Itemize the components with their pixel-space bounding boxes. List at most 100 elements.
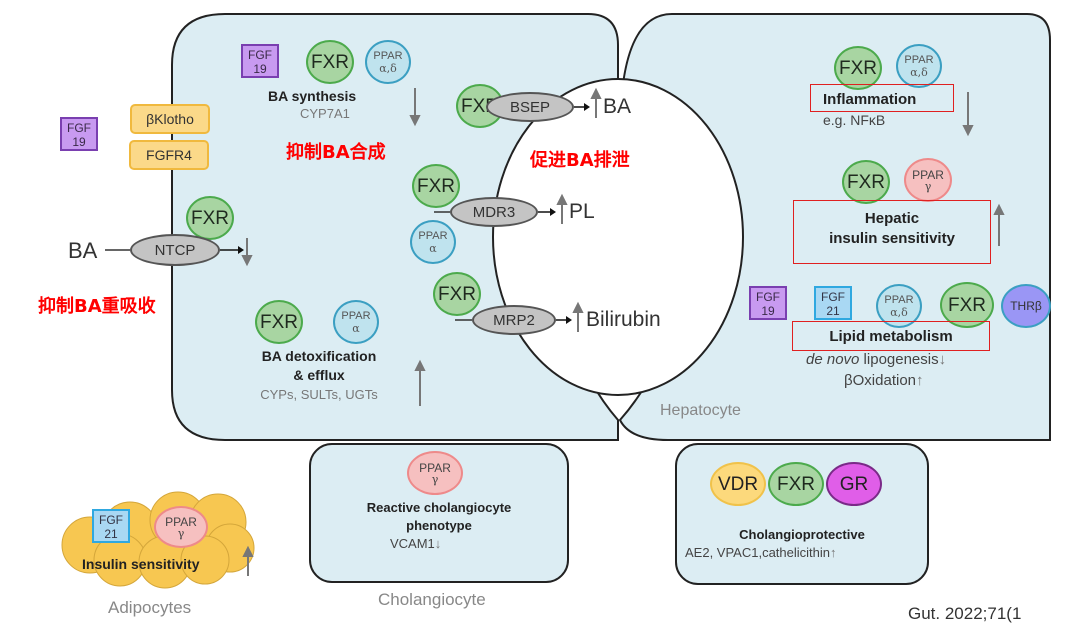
reactive-title-line1: Reactive cholangiocyte [366,500,512,515]
arrow-up-icon: ↑ [916,372,924,389]
fxr-insulin-node: FXR [842,160,890,204]
ppar-subtype: γ [924,179,932,193]
thr-beta-label: THRβ [1010,299,1042,313]
fxr-lipid-node: FXR [940,282,994,328]
hepatic-insulin-title-line2: insulin sensitivity [829,230,955,247]
fgf19-label-line1: FGF [756,290,780,304]
ppar-gamma-cholangiocyte-node: PPAR γ [407,451,463,495]
fxr-label: FXR [948,294,986,316]
bsep-transporter: BSEP [486,92,574,122]
fgf19-label-line2: 19 [761,304,775,318]
ba-extracellular-label: BA [68,238,98,263]
ppar-subtype: α [352,321,360,335]
fgf21-label-line1: FGF [821,290,845,304]
vdr-label: VDR [717,473,759,495]
detox-title-line2: & efflux [293,367,345,383]
highlight-hepatic-insulin [793,200,991,264]
ppar-label: PPAR [419,460,451,475]
ba-synthesis-title: BA synthesis [268,88,357,104]
ppar-subtype: α,δ [890,305,908,319]
fgf19-synthesis-box: FGF 19 [241,44,279,78]
mdr3-transporter: MDR3 [450,197,538,227]
annotation-promote-excretion: 促进BA排泄 [530,150,630,171]
fxr-label: FXR [839,57,877,79]
arrow-down-icon: ↓ [938,351,947,368]
fgf21-adipocyte-box: FGF 21 [92,509,130,543]
vcam1-line: VCAM1↓ [390,536,441,551]
fxr-label: FXR [417,175,455,197]
thr-beta-lipid-node: THRβ [1001,284,1051,328]
fgf19-label-line1: FGF [67,121,91,135]
ppar-label: PPAR [912,167,944,182]
hepatic-insulin-title-line1: Hepatic [864,210,920,227]
fgf21-lipid-box: FGF 21 [814,286,852,320]
gr-label: GR [839,473,869,495]
fgfr4-receptor: FGFR4 [129,140,209,170]
beta-oxidation-text: βOxidation [844,372,916,389]
bile-canaliculus [492,78,744,396]
fxr-detox-node: FXR [255,300,303,344]
lipogenesis-line: de novo lipogenesis↓ [806,351,946,368]
fgf21-label-line2: 21 [104,527,118,541]
protective-genes-line: AE2, VPAC1,cathelicithin↑ [685,545,837,560]
highlight-lipid-metabolism [792,321,990,351]
lipid-metabolism-title: Lipid metabolism [829,328,953,345]
fxr-inflammation-node: FXR [834,46,882,90]
ntcp-transporter: NTCP [130,234,220,266]
ppar-subtype: α,δ [910,65,928,79]
ppar-ad-inflammation-node: PPAR α,δ [896,44,942,88]
hepatocyte-label: Hepatocyte [660,402,741,419]
highlight-inflammation [810,84,954,112]
de-novo-text: de novo [806,351,860,368]
fgfr4-label: FGFR4 [146,147,192,163]
fxr-label: FXR [847,171,885,193]
detox-title-line1: BA detoxification [261,348,377,364]
ppar-label: PPAR [373,49,403,62]
mdr3-label: MDR3 [472,203,516,221]
ppar-gamma-adipocyte-node: PPAR γ [154,506,208,548]
fxr-synthesis-node: FXR [306,40,354,84]
pl-product: PL [569,200,595,223]
fgf21-label-line2: 21 [826,304,840,318]
ppar-subtype: γ [431,472,439,486]
gr-node: GR [826,462,882,506]
arrow-up-icon: ↑ [830,545,837,560]
adipocytes-label: Adipocytes [108,598,192,617]
beta-klotho-receptor: βKlotho [130,104,210,134]
ppar-label: PPAR [341,309,371,322]
annotation-inhibit-reabsorption: 抑制BA重吸收 [38,296,156,317]
cyp7a1-label: CYP7A1 [300,106,350,121]
vcam1-label: VCAM1 [390,536,435,551]
annotation-inhibit-synthesis: 抑制BA合成 [286,142,386,163]
cholangiocyte-label: Cholangiocyte [378,590,486,609]
ppar-a-mdr3-node: PPAR α [410,220,456,264]
protective-genes: AE2, VPAC1,cathelicithin [685,545,830,560]
lipogenesis-text: lipogenesis [859,351,939,368]
fgf19-label-line2: 19 [253,62,267,76]
inflammation-title: Inflammation [823,91,917,108]
vdr-node: VDR [710,462,766,506]
fxr-label: FXR [191,207,229,229]
mrp2-transporter: MRP2 [472,305,556,335]
reactive-title-line2: phenotype [406,518,472,533]
mrp2-label: MRP2 [493,311,535,329]
ppar-gamma-insulin-node: PPAR γ [904,158,952,202]
beta-oxidation-line: βOxidation↑ [844,372,924,389]
fgf21-label-line1: FGF [99,513,123,527]
fgf19-label-line1: FGF [248,48,272,62]
fxr-mdr3-node: FXR [412,164,460,208]
detox-genes: CYPs, SULTs, UGTs [260,387,378,402]
arrow-down-icon: ↓ [434,536,442,551]
fxr-label: FXR [260,311,298,333]
fxr-label: FXR [438,283,476,305]
citation-text: Gut. 2022;71(1 [908,604,1022,623]
ba-canalicular-product: BA [603,95,632,118]
fxr-mrp2-node: FXR [433,272,481,316]
ppar-subtype: γ [177,526,185,540]
bilirubin-product: Bilirubin [586,308,661,331]
fgf19-lipid-box: FGF 19 [749,286,787,320]
fxr-label: FXR [777,473,815,495]
adipocyte-cluster [61,491,255,589]
ppar-label: PPAR [904,53,934,66]
ppar-ad-synthesis-node: PPAR α,δ [365,40,411,84]
